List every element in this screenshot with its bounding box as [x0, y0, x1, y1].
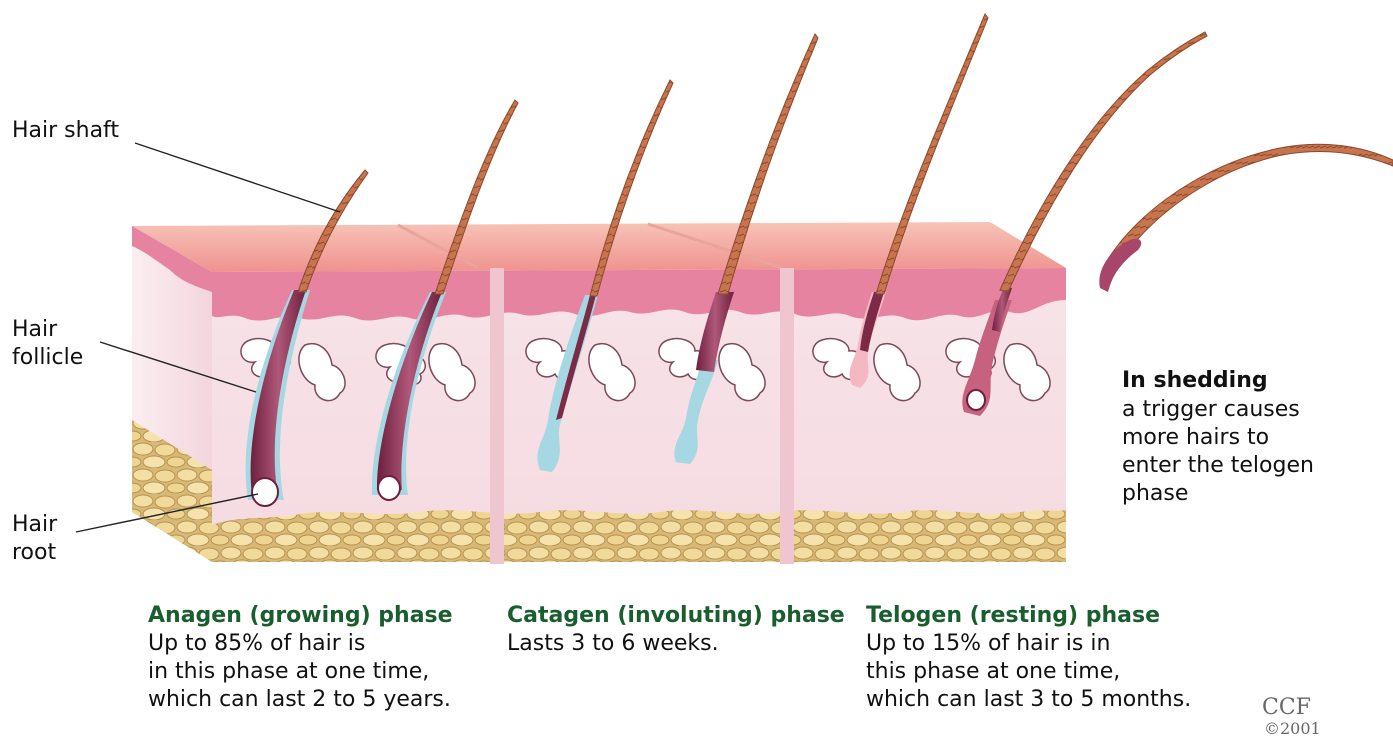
credit-org: CCF [1262, 696, 1311, 720]
label-hair-follicle-line1: Hair [12, 316, 57, 344]
label-hair-shaft: Hair shaft [12, 117, 119, 145]
segment-divider-front [780, 268, 794, 564]
label-hair-root-line2: root [12, 539, 56, 567]
phase-title-catagen: Catagen (involuting) phase [507, 603, 845, 629]
phase-body-catagen: Lasts 3 to 6 weeks. [507, 630, 719, 658]
credit-year: ©2001 [1264, 720, 1321, 738]
phase-title-telogen: Telogen (resting) phase [866, 603, 1160, 629]
phase-body-anagen: Up to 85% of hair is in this phase at on… [148, 630, 451, 714]
shed-hair [1099, 144, 1393, 292]
label-hair-follicle-line2: follicle [12, 344, 83, 372]
fat-layer [212, 510, 1066, 562]
epidermis-band [212, 268, 1066, 321]
shedding-body: a trigger causes more hairs to enter the… [1122, 396, 1314, 508]
phase-body-telogen: Up to 15% of hair is in this phase at on… [866, 630, 1191, 714]
label-hair-root-line1: Hair [12, 511, 57, 539]
phase-title-anagen: Anagen (growing) phase [148, 603, 453, 629]
leader-line-hair-shaft [135, 143, 340, 212]
segment-divider-front [490, 268, 504, 564]
shedding-title: In shedding [1122, 367, 1268, 395]
